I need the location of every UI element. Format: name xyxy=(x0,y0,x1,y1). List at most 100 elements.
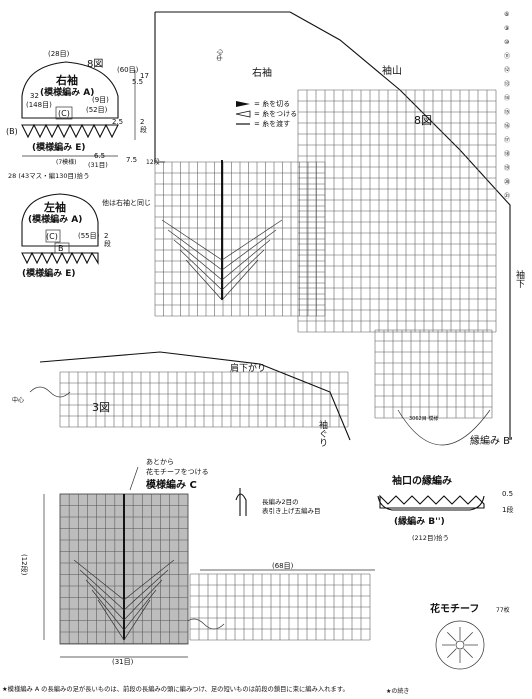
cuff-edging: 袖口の縁編み (縁編み B'') (212目)拾う 0.5 1段 xyxy=(377,474,513,542)
main-center: 中心 xyxy=(216,49,224,61)
grid-line xyxy=(179,249,223,291)
grid-line xyxy=(73,559,125,601)
row-number: ⑫ xyxy=(504,66,510,74)
flower-motif: 花モチーフ 77枚 ★の続き xyxy=(386,602,510,695)
flower-continue: ★の続き xyxy=(386,687,409,695)
flower-center xyxy=(455,640,465,650)
cuff-count: (212目)拾う xyxy=(412,533,449,542)
main-figure-ref: 8図 xyxy=(414,114,432,127)
pc-note-2: 花モチーフをつける xyxy=(146,467,209,476)
grid-line xyxy=(161,219,223,261)
legend-move: = 糸を渡す xyxy=(254,119,290,128)
pattern-c-chart: あとから 花モチーフをつける 模様編み C (31目) (12段) (68目) xyxy=(20,458,375,666)
yoke-shoulder: 肩下がり xyxy=(230,362,266,374)
cuff-title: 袖口の縁編み xyxy=(391,474,452,487)
ls-subtitle: (模様編み A) xyxy=(28,213,82,225)
rs-title: 右袖 xyxy=(55,73,78,87)
stitch-note-1: 長編み2目の xyxy=(262,497,299,506)
yoke-chart: 3図 肩下がり 袖ぐり 中心 xyxy=(12,351,351,630)
grid-line xyxy=(123,559,175,601)
rs-side-num-1: (9目) xyxy=(92,96,109,104)
ls-e-label: (模様編み E) xyxy=(22,267,76,279)
pc-width-count: (68目) xyxy=(272,562,294,570)
sleeve-chart: 右袖 袖山 8図 中心 袖下 縁編み B' 3062目 模様 xyxy=(154,11,525,447)
cuff-pattern: (縁編み B'') xyxy=(394,515,445,527)
row-number: ⑯ xyxy=(504,122,510,130)
grid-line xyxy=(79,569,125,611)
grid-line xyxy=(463,648,473,658)
cuff-h2: 1段 xyxy=(502,505,513,514)
ls-scallop-edge xyxy=(21,251,99,265)
rs-h3: 2.5 xyxy=(112,118,123,126)
rs-top-count: (28目) xyxy=(48,50,70,58)
rs-sym-b-sub: 12段 xyxy=(146,158,160,166)
pc-note-1: あとから xyxy=(146,458,174,466)
yarn-legend: = 糸を切る = 糸をつける = 糸を渡す xyxy=(235,99,297,128)
grid-line xyxy=(463,632,473,642)
rs-h5: 段 xyxy=(140,125,147,134)
rs-side-left-2: (148目) xyxy=(26,101,52,109)
sleeve-cap-outline xyxy=(154,11,511,440)
cuff-motif-arc xyxy=(397,409,491,446)
row-number: ⑨ xyxy=(504,25,509,32)
grid-line xyxy=(173,239,223,281)
pc-title: 模様編み C xyxy=(146,478,197,491)
row-number: ⑱ xyxy=(504,150,510,158)
grid-line xyxy=(185,259,223,301)
yoke-grid xyxy=(59,371,349,428)
rs-sym-a-sub: (31目) xyxy=(88,161,108,169)
row-number: ㉑ xyxy=(504,192,510,200)
left-sleeve-schematic: 左袖 (模様編み A) 他は右袖と同じ (C) (55目) 2 段 B (模様編… xyxy=(21,193,151,279)
stitch-note: 長編み2目の 表引き上げ五編み目 xyxy=(235,488,321,516)
row-number: ⑲ xyxy=(504,164,510,172)
flower-petals xyxy=(442,627,478,663)
grid-line xyxy=(221,239,271,281)
row-number: ⑳ xyxy=(504,178,510,186)
sleeve-grid xyxy=(154,89,497,419)
main-pattern-b-prime: 縁編み B' xyxy=(470,434,513,447)
grid-line xyxy=(447,648,457,658)
grid-line xyxy=(221,249,265,291)
rs-h4: 2 xyxy=(140,118,144,126)
ls-title: 左袖 xyxy=(43,200,66,214)
rs-subtitle: (模様編み A) xyxy=(40,86,94,98)
grid-line xyxy=(221,229,277,271)
stitch-symbol-icon xyxy=(235,488,247,516)
ls-h1: 2 xyxy=(104,232,108,240)
rs-side-left-1: 32 xyxy=(30,92,39,100)
main-fan-marks xyxy=(161,219,283,301)
yoke-center: 中心 xyxy=(12,396,24,404)
rs-pick-up: 28 (43マス・編130目)拾う xyxy=(8,171,90,180)
row-number: ⑰ xyxy=(504,136,510,144)
rs-h2: 17 xyxy=(140,72,149,80)
grid-line xyxy=(97,599,125,641)
rs-side-num-2: (52目) xyxy=(86,106,108,114)
flower-title: 花モチーフ xyxy=(430,602,479,615)
pc-right-grid xyxy=(189,573,371,641)
rs-bottom-count: (7模様) xyxy=(56,158,77,166)
ls-b-label: B xyxy=(58,244,64,253)
pc-rows: (12段) xyxy=(20,554,29,576)
grid-line xyxy=(221,219,283,261)
main-sleeve-cap: 袖山 xyxy=(382,64,402,77)
grid-line xyxy=(123,569,169,611)
row-number: ⑬ xyxy=(504,80,510,88)
stitch-note-2: 表引き上げ五編み目 xyxy=(262,506,321,515)
ls-count: (55目) xyxy=(78,232,100,240)
grid-line xyxy=(91,589,125,631)
grid-line xyxy=(123,579,163,621)
main-underarm: 袖下 xyxy=(514,269,525,289)
pc-count-bottom: (31目) xyxy=(112,658,134,666)
grid-line xyxy=(85,579,125,621)
legend-attach: = 糸をつける xyxy=(254,109,297,118)
rs-b-label: (B) xyxy=(6,127,18,136)
ls-note: 他は右袖と同じ xyxy=(102,198,151,207)
row-number: ⑧ xyxy=(504,11,509,18)
cuff-h1: 0.5 xyxy=(502,490,513,498)
attach-yarn-icon xyxy=(235,110,251,118)
legend-cut: = 糸を切る xyxy=(254,99,290,108)
rs-width-top: (60目) xyxy=(117,66,139,74)
cuff-wave xyxy=(379,494,485,509)
grid-line xyxy=(123,589,157,631)
